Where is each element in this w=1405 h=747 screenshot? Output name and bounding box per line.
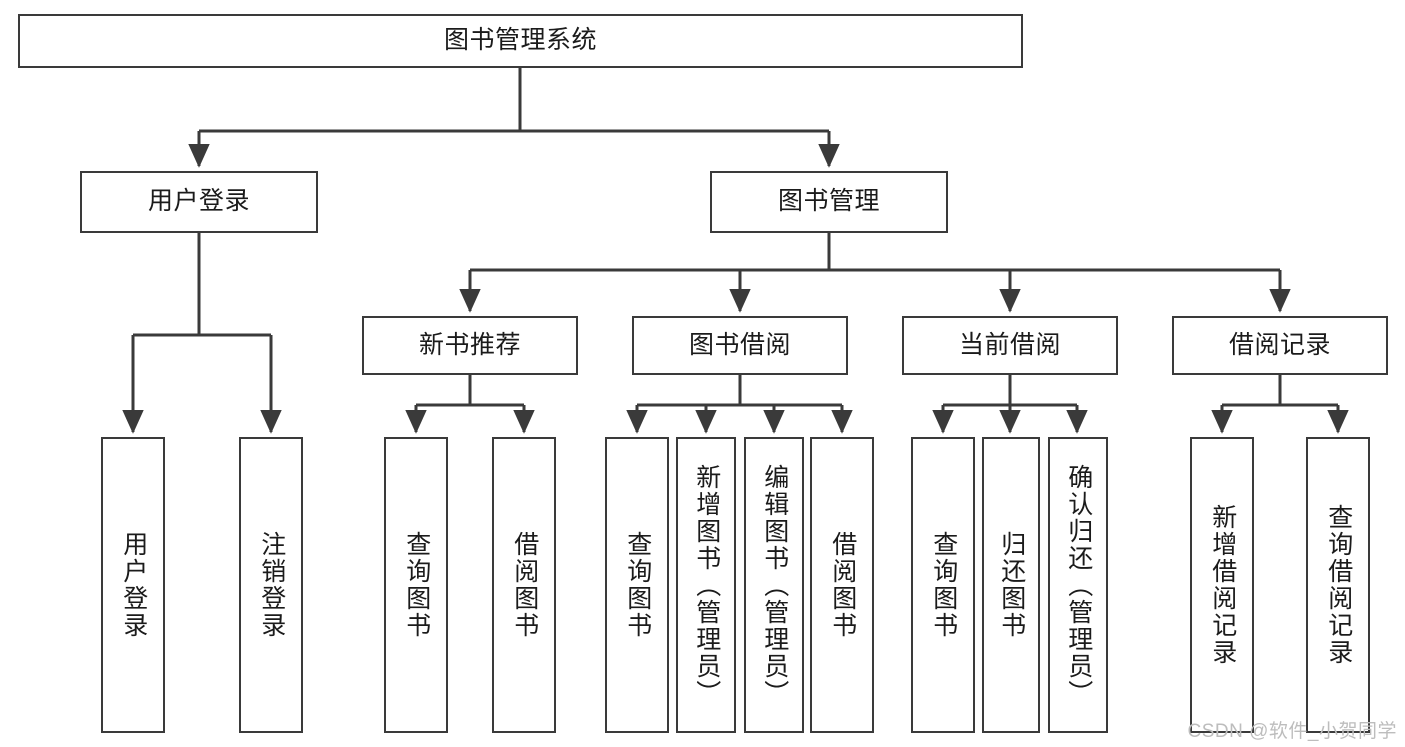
node-label: 借阅图书 [828, 531, 857, 639]
node-label: 注销登录 [257, 531, 286, 639]
node-label: 查询图书 [623, 531, 652, 639]
node-book-borrow[interactable]: 图书借阅 [632, 316, 848, 375]
node-leaf-query-book-current[interactable]: 查询图书 [911, 437, 975, 733]
node-leaf-user-login[interactable]: 用户登录 [101, 437, 165, 733]
node-label: 新书推荐 [418, 330, 521, 359]
node-borrow-record[interactable]: 借阅记录 [1172, 316, 1388, 375]
node-label: 查询图书 [929, 531, 958, 639]
node-label: 借阅记录 [1228, 330, 1331, 359]
node-label: 查询借阅记录 [1324, 504, 1353, 666]
node-label: 编辑图书（管理员） [760, 463, 789, 707]
node-new-book-recommend[interactable]: 新书推荐 [362, 316, 578, 375]
csdn-watermark: CSDN @软件_小贺同学 [1187, 721, 1397, 742]
node-label: 新增借阅记录 [1208, 504, 1237, 666]
node-book-management[interactable]: 图书管理 [710, 171, 948, 233]
node-label: 新增图书（管理员） [692, 463, 721, 707]
node-leaf-query-book[interactable]: 查询图书 [605, 437, 669, 733]
node-label: 借阅图书 [510, 531, 539, 639]
node-user-login[interactable]: 用户登录 [80, 171, 318, 233]
node-label: 用户登录 [119, 531, 148, 639]
node-label: 归还图书 [997, 531, 1026, 639]
node-current-borrow[interactable]: 当前借阅 [902, 316, 1118, 375]
node-leaf-borrow-book-recommend[interactable]: 借阅图书 [492, 437, 556, 733]
node-leaf-edit-book-admin[interactable]: 编辑图书（管理员） [744, 437, 804, 733]
node-root-system[interactable]: 图书管理系统 [18, 14, 1023, 68]
node-leaf-borrow-book[interactable]: 借阅图书 [810, 437, 874, 733]
node-leaf-logout[interactable]: 注销登录 [239, 437, 303, 733]
node-leaf-add-book-admin[interactable]: 新增图书（管理员） [676, 437, 736, 733]
node-leaf-confirm-return-admin[interactable]: 确认归还（管理员） [1048, 437, 1108, 733]
node-leaf-query-borrow-record[interactable]: 查询借阅记录 [1306, 437, 1370, 733]
node-leaf-return-book[interactable]: 归还图书 [982, 437, 1040, 733]
node-label: 用户登录 [147, 187, 250, 216]
node-label: 查询图书 [402, 531, 431, 639]
node-leaf-query-book-recommend[interactable]: 查询图书 [384, 437, 448, 733]
node-label: 当前借阅 [958, 330, 1061, 359]
node-label: 确认归还（管理员） [1064, 463, 1093, 707]
node-label: 图书借阅 [688, 330, 791, 359]
node-label: 图书管理系统 [443, 26, 597, 55]
node-label: 图书管理 [777, 187, 880, 216]
node-leaf-add-borrow-record[interactable]: 新增借阅记录 [1190, 437, 1254, 733]
